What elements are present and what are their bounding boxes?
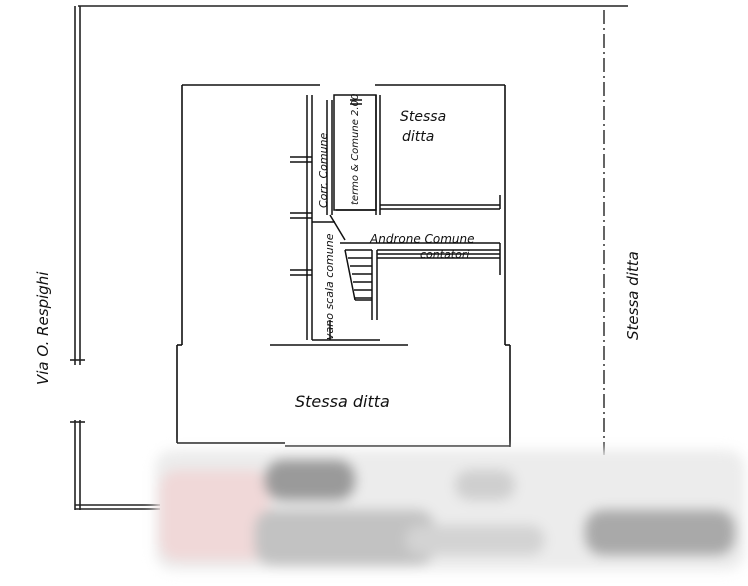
meters-label: contatori <box>420 248 469 261</box>
street-label: Via O. Respighi <box>34 271 52 385</box>
lot-boundary <box>70 5 628 510</box>
redacted-block <box>155 440 745 575</box>
top-room-label-1: Stessa <box>400 109 446 125</box>
right-neighbor-label: Stessa ditta <box>624 251 642 340</box>
heating-label: termo & Comune 2.00 <box>350 94 361 205</box>
top-room-label-2: ditta <box>402 129 434 145</box>
hall-label: Androne Comune <box>369 232 475 246</box>
building-outline <box>176 84 511 447</box>
bottom-room-label: Stessa ditta <box>295 392 390 411</box>
stair-label: vano scala comune <box>323 233 336 340</box>
internal-walls <box>290 94 501 341</box>
corridor-label: Corr. Comune <box>317 132 330 208</box>
